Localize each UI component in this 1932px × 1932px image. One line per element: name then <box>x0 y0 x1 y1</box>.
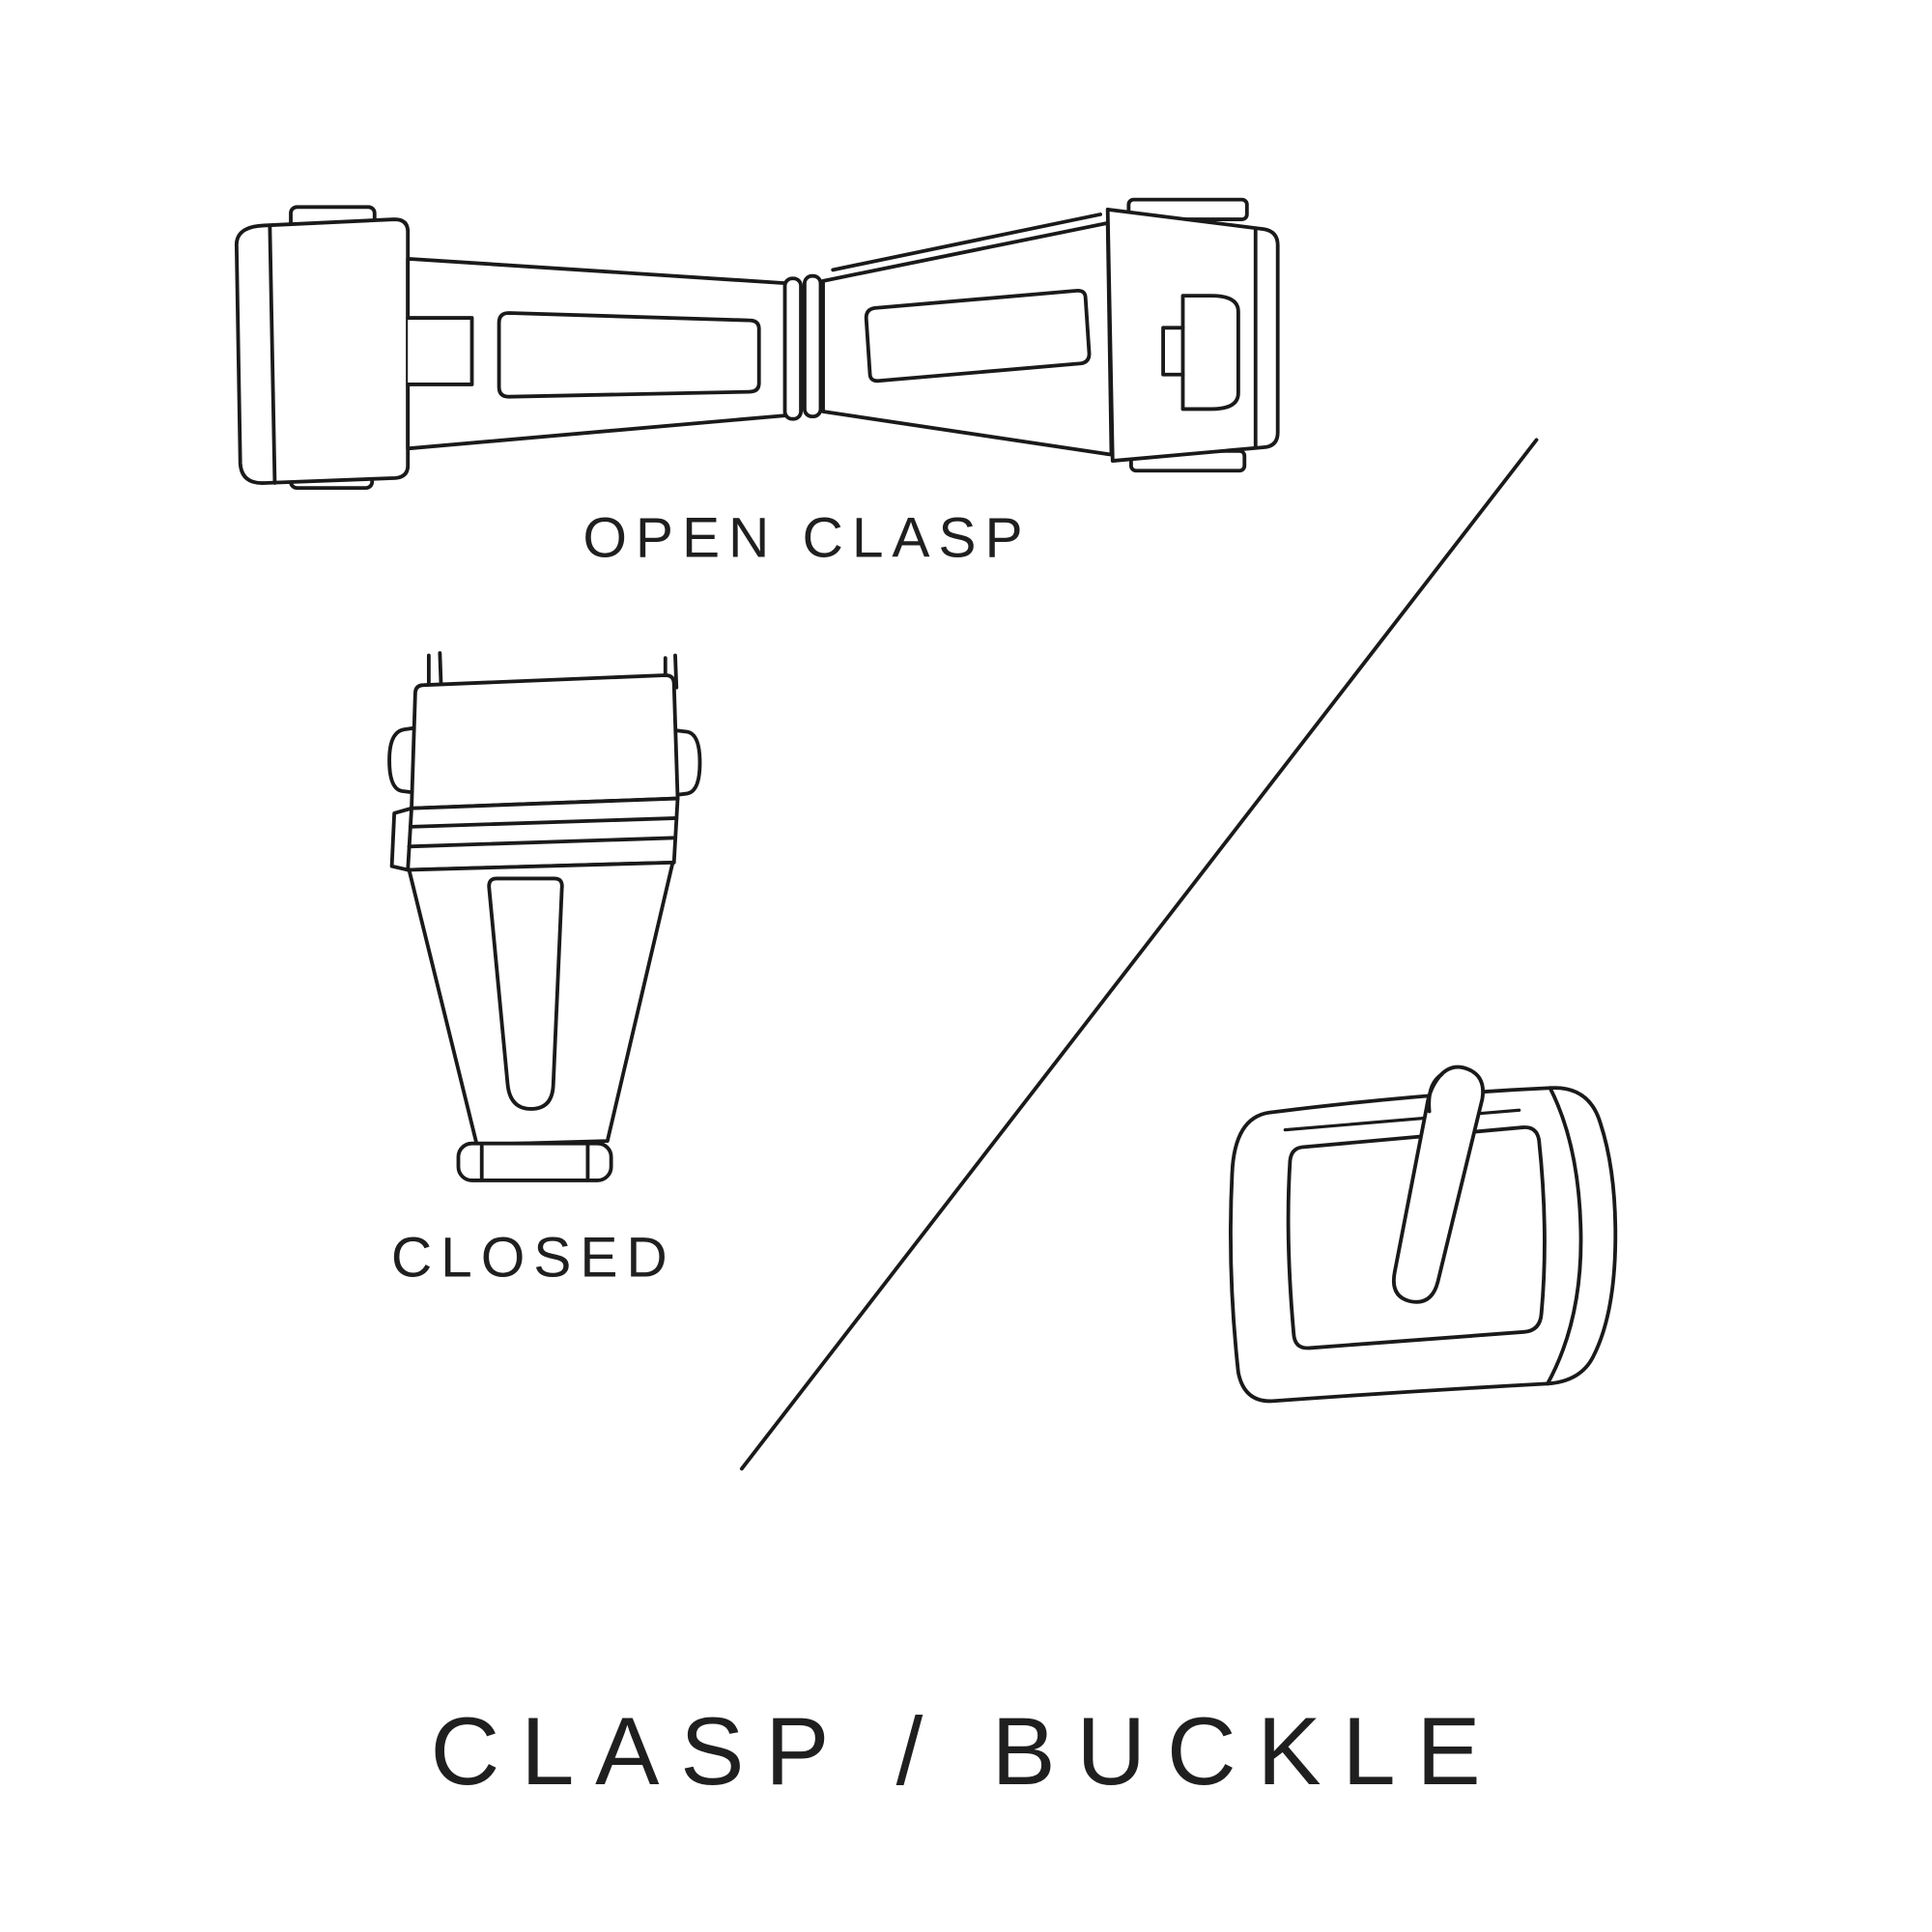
open-clasp-hinge-left <box>782 276 803 421</box>
buckle-prong <box>1392 1065 1485 1304</box>
closed-clasp-band <box>406 796 680 872</box>
closed-clasp-cover <box>410 673 680 810</box>
closed-clasp-band-line-1 <box>408 816 679 829</box>
closed-label: CLOSED <box>391 1226 676 1289</box>
open-clasp-left-fold <box>234 217 411 485</box>
open-clasp-right-arm-inner <box>864 288 1092 384</box>
open-clasp-hinge-right <box>802 273 823 419</box>
open-clasp-left-arm-inner <box>497 311 761 399</box>
closed-clasp-body-inner <box>487 876 564 1111</box>
buckle-prong-wrap <box>1427 1072 1444 1114</box>
open-clasp-right-facet <box>831 213 1102 272</box>
buckle-icon <box>1229 1065 1618 1404</box>
closed-clasp-band-chamfer <box>389 806 413 872</box>
closed-clasp-bottom-cap <box>456 1141 613 1182</box>
closed-clasp-icon <box>387 651 702 1182</box>
divider-line <box>739 438 1539 1471</box>
closed-clasp-band-line-2 <box>407 836 677 849</box>
open-clasp-catch-step <box>1161 326 1185 377</box>
open-clasp-label: OPEN CLASP <box>582 507 1031 570</box>
closed-clasp-cap-lines <box>479 1143 590 1181</box>
open-clasp-left-notch <box>406 316 474 386</box>
open-clasp-icon <box>234 197 1280 491</box>
open-clasp-catch <box>1180 294 1240 412</box>
line-art-layer <box>234 197 1618 1471</box>
closed-clasp-body <box>407 860 675 1147</box>
open-clasp-fold-line <box>268 223 277 485</box>
buckle-right-thickness <box>1546 1086 1583 1386</box>
page-title: CLASP / BUCKLE <box>431 1698 1502 1805</box>
closed-clasp-left-prong <box>426 651 443 690</box>
